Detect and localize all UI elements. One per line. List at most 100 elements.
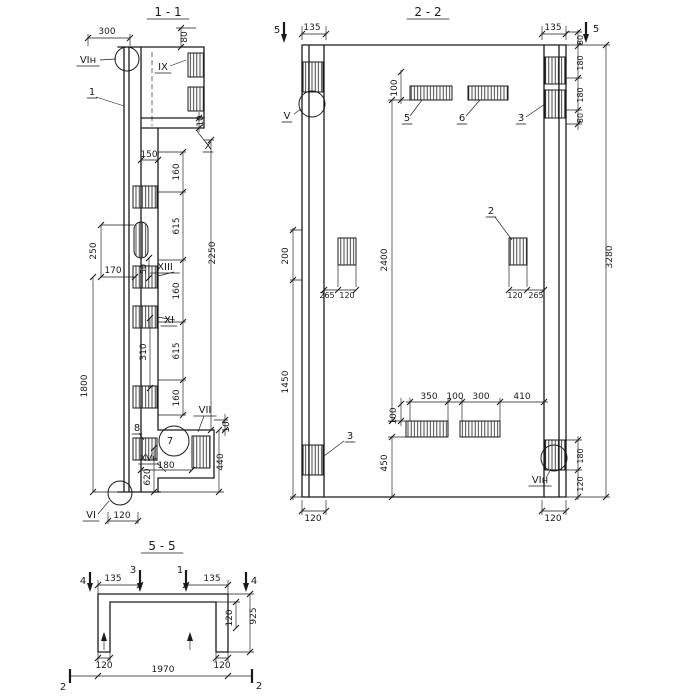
dim-620: 620	[143, 468, 153, 485]
svg-text:135: 135	[104, 574, 121, 584]
cut-arrow-down-icon	[281, 34, 287, 43]
embedded-plate	[302, 444, 324, 476]
section-2-2-view	[281, 22, 610, 515]
cut-stem-up	[103, 640, 191, 650]
embedded-plate	[187, 86, 205, 112]
dim-2250: 2250	[208, 241, 218, 264]
dim-80-top: 80	[180, 31, 190, 43]
mark-4-right: 4	[251, 576, 257, 587]
dim-250: 250	[89, 242, 99, 259]
panel-outline	[301, 44, 567, 498]
dim-1970: 1970	[152, 665, 175, 675]
svg-text:170: 170	[104, 266, 121, 276]
svg-text:1450: 1450	[281, 370, 291, 393]
ref-xiii: XIII	[150, 262, 180, 274]
extension-lines-5-5	[97, 580, 254, 662]
mark-5-left: 5	[274, 25, 280, 36]
svg-text:160: 160	[172, 282, 182, 299]
dim-265-r: 265	[528, 291, 543, 300]
dim-120-r-bot: 120	[576, 476, 585, 491]
svg-text:440: 440	[216, 453, 226, 470]
dimension-lines-5-5	[70, 584, 252, 677]
embedded-plate	[132, 305, 158, 329]
dim-120-br: 120	[544, 514, 561, 524]
svg-text:615: 615	[172, 217, 182, 234]
cut-arrow-down-icon	[137, 583, 143, 592]
svg-text:1: 1	[89, 87, 95, 98]
part-7: 7	[167, 436, 173, 447]
mark-5-right: 5	[593, 24, 599, 35]
ref-x: X	[202, 141, 214, 153]
dim-440: 440	[216, 453, 226, 470]
dim-1800: 1800	[80, 374, 90, 397]
dim-100-top: 100	[390, 79, 400, 96]
svg-text:10: 10	[196, 115, 206, 127]
dim-80-r-top: 80	[576, 35, 585, 45]
embedded-plate	[544, 439, 566, 471]
embedded-plate	[508, 237, 528, 266]
svg-text:350: 350	[420, 392, 437, 402]
detail-circle-v	[298, 90, 326, 118]
ref-vi-n-22: VIн	[528, 475, 552, 487]
cut-arrow-down-icon	[583, 34, 589, 43]
ref-xi: XI	[160, 315, 178, 327]
svg-text:135: 135	[303, 23, 320, 33]
svg-text:200: 200	[281, 247, 291, 264]
svg-text:2: 2	[60, 682, 66, 693]
svg-text:VIн: VIн	[532, 475, 548, 486]
embedded-plate	[409, 85, 453, 101]
dim-925: 925	[249, 607, 259, 624]
svg-text:1970: 1970	[152, 665, 175, 675]
svg-text:XI: XI	[164, 315, 174, 326]
cut-arrow-down-icon	[243, 583, 249, 592]
svg-text:2: 2	[256, 681, 262, 692]
dimension-lines-1-1	[88, 28, 226, 522]
dim-180-r-b: 180	[576, 87, 585, 102]
svg-text:80: 80	[576, 35, 585, 45]
svg-text:160: 160	[172, 163, 182, 180]
embedded-plate	[337, 237, 357, 266]
svg-text:V: V	[284, 111, 291, 122]
part-3-top: 3	[515, 113, 527, 125]
title-2-2: 2 - 2	[406, 5, 450, 20]
svg-text:135: 135	[544, 23, 561, 33]
svg-text:925: 925	[249, 607, 259, 624]
svg-text:100: 100	[390, 79, 400, 96]
svg-text:2 - 2: 2 - 2	[414, 5, 441, 19]
svg-text:250: 250	[89, 242, 99, 259]
dim-135-left: 135	[303, 23, 320, 33]
embedded-plate	[302, 61, 324, 93]
embedded-plate	[544, 56, 566, 85]
svg-text:6: 6	[459, 113, 465, 124]
ref-v: V	[281, 111, 293, 123]
cut-arrow-up-icon	[101, 632, 107, 641]
svg-text:VIн: VIн	[80, 55, 96, 66]
svg-text:120: 120	[544, 514, 561, 524]
svg-text:150: 150	[140, 150, 157, 160]
dim-615-b: 615	[172, 342, 182, 359]
svg-text:80: 80	[180, 31, 190, 43]
svg-text:VI: VI	[86, 510, 96, 521]
detail-circle-vi	[107, 480, 133, 506]
part-6: 6	[456, 113, 468, 125]
svg-text:3280: 3280	[605, 245, 615, 268]
section-cut-marks-5	[281, 22, 589, 43]
svg-text:5 - 5: 5 - 5	[148, 539, 175, 553]
svg-text:120: 120	[576, 476, 585, 491]
dim-10-bot: 10	[222, 421, 232, 433]
svg-text:5: 5	[593, 24, 599, 35]
svg-text:120: 120	[507, 291, 522, 300]
svg-text:3: 3	[518, 113, 524, 124]
svg-text:450: 450	[380, 454, 390, 471]
svg-text:50: 50	[139, 264, 148, 274]
dim-120-r: 120	[507, 291, 522, 300]
dim-135-right: 135	[544, 23, 561, 33]
part-1: 1	[86, 87, 98, 99]
ref-ix: IX	[154, 62, 172, 74]
dim-120-br-55: 120	[213, 661, 230, 671]
dim-160-b: 160	[172, 282, 182, 299]
svg-text:160: 160	[172, 389, 182, 406]
dim-120-right-55: 120	[225, 609, 235, 626]
mark-2-right: 2	[256, 681, 262, 692]
dim-160-a: 160	[172, 163, 182, 180]
